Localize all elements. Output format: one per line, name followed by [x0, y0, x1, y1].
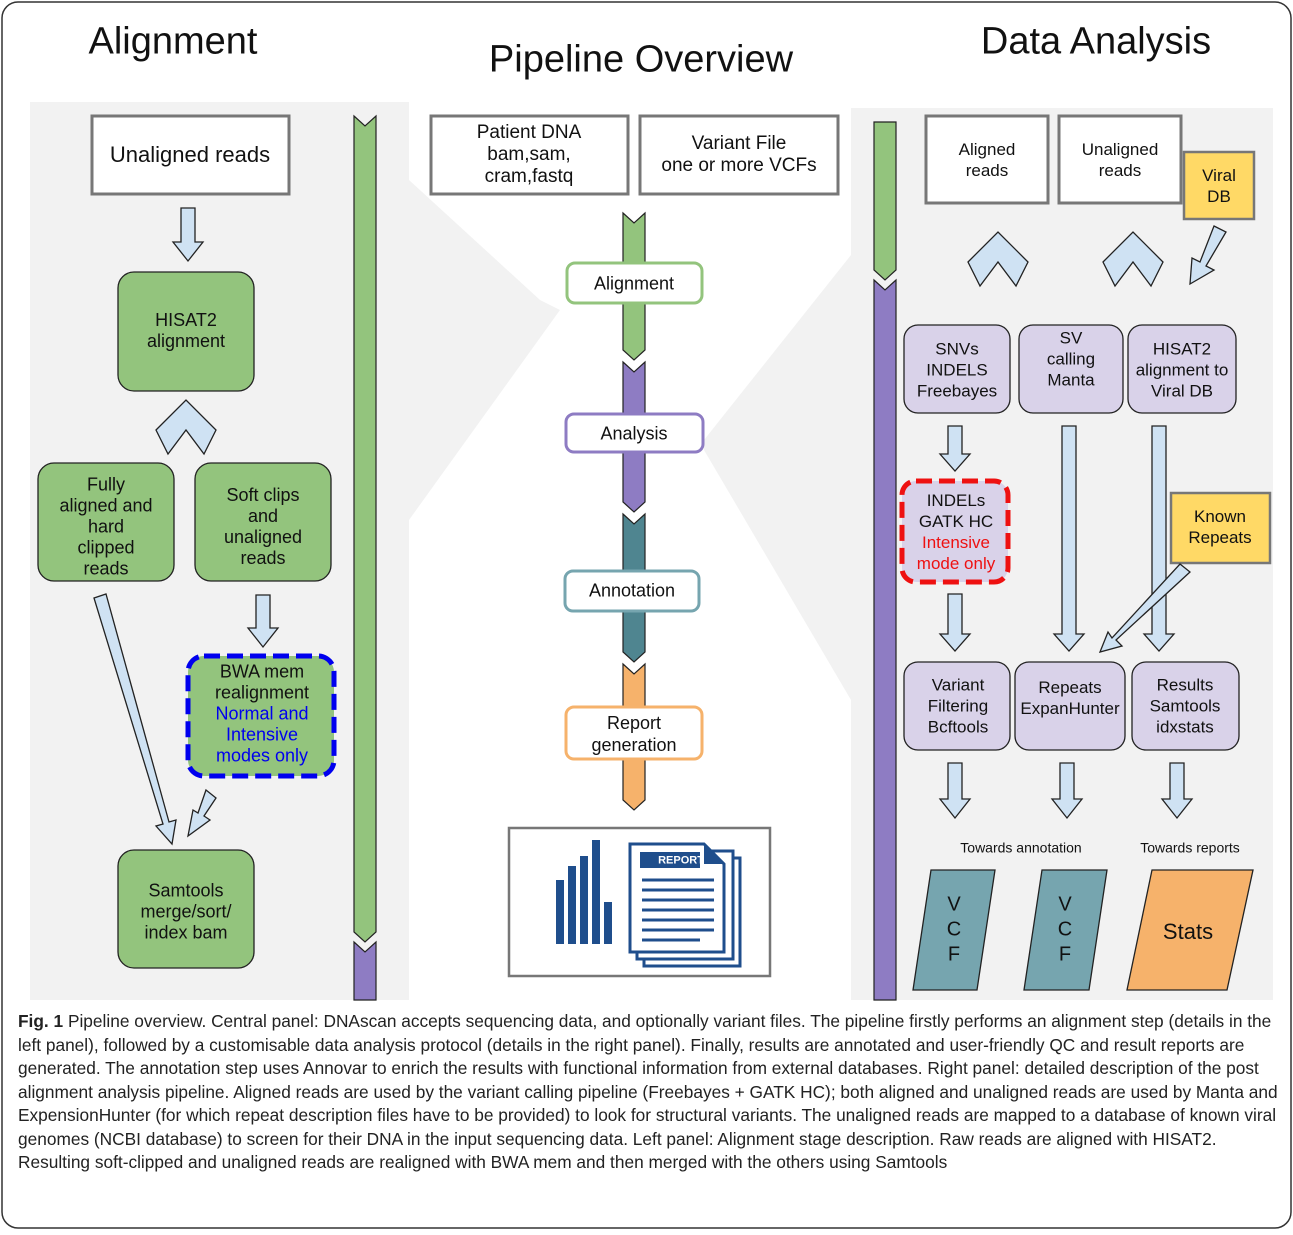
variant-filtering-box	[903, 661, 1011, 751]
right-zoom-wedge	[704, 255, 851, 700]
fully-aligned-box	[37, 462, 175, 582]
sv-calling-box	[1018, 324, 1124, 414]
vcf-output-2	[1023, 869, 1108, 991]
split-up-arrow-icon	[967, 231, 1029, 288]
right-strip-alignment	[873, 121, 897, 281]
stage-analysis-label: Analysis	[600, 423, 668, 444]
unaligned-reads-label: Unaligned reads	[109, 142, 271, 168]
stage-report-box	[564, 705, 704, 761]
report-document-icon	[628, 842, 742, 968]
split-up-arrow-icon	[1102, 231, 1164, 288]
caption-label: Fig. 1	[18, 1011, 64, 1031]
split-up-arrow-icon	[155, 399, 217, 456]
arrow-down-icon	[938, 425, 972, 472]
vcf-output-1	[912, 869, 996, 991]
hisat2-box	[117, 271, 255, 392]
arrow-down-icon	[938, 593, 972, 652]
bar-chart-icon	[556, 840, 612, 944]
stats-output-label: Stats	[1162, 919, 1214, 945]
stats-output	[1126, 869, 1254, 991]
bwa-mem-box	[185, 653, 337, 779]
arrow-down-icon	[1142, 425, 1176, 652]
towards-annotation-label: Towards annotation	[960, 839, 1082, 856]
diagonal-arrow-icon	[187, 788, 217, 838]
arrow-down-icon	[938, 762, 972, 820]
report-icon-label: REPORT	[658, 854, 704, 867]
unaligned-reads-box	[90, 114, 291, 196]
caption-text: Pipeline overview. Central panel: DNAsca…	[18, 1011, 1278, 1172]
left-strip-analysis	[353, 940, 377, 1001]
right-strip-analysis	[873, 278, 897, 1001]
variant-file-box	[638, 114, 840, 196]
left-zoom-wedge	[409, 180, 560, 520]
stage-annotation-label: Annotation	[588, 580, 676, 601]
indels-gatk-box	[899, 478, 1011, 585]
arrow-down-icon	[1050, 762, 1084, 820]
viral-db-box	[1182, 150, 1256, 221]
arrow-down-icon	[171, 207, 205, 263]
diagonal-arrow-icon	[1189, 225, 1227, 286]
repeats-box	[1014, 661, 1126, 751]
results-box	[1131, 661, 1240, 751]
towards-reports-label: Towards reports	[1140, 839, 1240, 856]
patient-dna-box	[429, 114, 630, 196]
samtools-box	[117, 849, 255, 969]
left-strip-alignment	[353, 114, 377, 943]
diagonal-arrow-icon	[1098, 563, 1191, 653]
soft-clips-box	[194, 462, 332, 582]
stage-annotation-box	[563, 569, 701, 613]
title-data-analysis: Data Analysis	[980, 20, 1212, 63]
title-pipeline-overview: Pipeline Overview	[488, 38, 794, 81]
arrow-down-icon	[1160, 762, 1194, 820]
arrow-down-icon	[1052, 425, 1086, 652]
hisat2-viral-box	[1127, 324, 1237, 414]
snvs-box	[903, 324, 1011, 414]
diagonal-arrow-icon	[93, 593, 177, 846]
stage-alignment-label: Alignment	[593, 273, 675, 294]
known-repeats-box	[1169, 491, 1272, 565]
aligned-reads-box	[924, 114, 1050, 205]
stage-analysis-box	[564, 412, 705, 454]
arrow-down-icon	[246, 594, 280, 649]
figure-caption: Fig. 1 Pipeline overview. Central panel:…	[18, 1010, 1280, 1175]
stage-alignment-box	[565, 261, 704, 305]
unaligned-reads-right-box	[1057, 114, 1183, 205]
title-alignment: Alignment	[88, 20, 258, 63]
